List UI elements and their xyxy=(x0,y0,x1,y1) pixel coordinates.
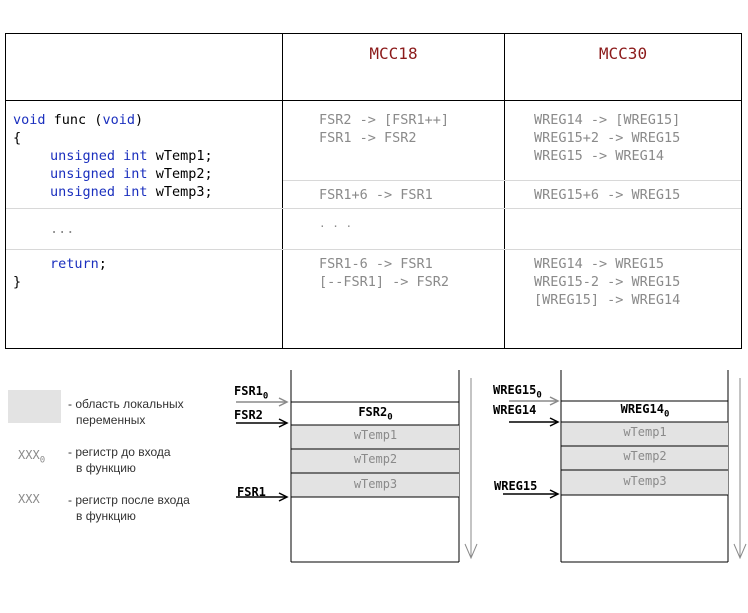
row-sep-2 xyxy=(6,208,741,209)
stack18-row-wtemp3: wTemp3 xyxy=(353,477,398,491)
row-sep-1 xyxy=(283,180,741,181)
legend-xxx0-text-1: - регистр до входа xyxy=(68,445,171,459)
legend-xxx0-sub: 0 xyxy=(39,455,46,466)
header-mcc18: MCC18 xyxy=(369,44,418,63)
label-fsr1-0-main: FSR1 xyxy=(234,384,263,398)
mcc18-prologue-2: FSR1 -> FSR2 xyxy=(319,130,417,146)
mcc18-prologue-1: FSR2 -> [FSR1++] xyxy=(319,112,450,128)
code-decl-1: unsigned int wTemp1; xyxy=(50,147,213,165)
mcc30-alloc: WREG15+6 -> WREG15 xyxy=(534,187,681,203)
keyword-int: int xyxy=(123,166,148,182)
function-name: func xyxy=(53,112,87,128)
keyword-void: void xyxy=(13,112,46,128)
legend-local-swatch xyxy=(8,390,61,423)
stack-mcc18-graphics xyxy=(236,370,478,563)
label-wreg14: WREG14 xyxy=(493,403,537,417)
var-wtemp2: wTemp2; xyxy=(155,166,213,182)
keyword-int: int xyxy=(123,148,148,164)
label-wreg15: WREG15 xyxy=(494,479,538,493)
stack18-top-cell-sub: 0 xyxy=(387,412,393,423)
mcc30-epilogue-3: [WREG15] -> WREG14 xyxy=(534,292,681,308)
stack18-row-wtemp2: wTemp2 xyxy=(353,452,398,466)
legend-xxx0-symbol: XXX0 xyxy=(18,448,45,465)
label-fsr1: FSR1 xyxy=(237,485,266,499)
stack18-row-wtemp1: wTemp1 xyxy=(353,428,398,442)
stack18-top-cell-main: FSR2 xyxy=(358,405,388,419)
mcc18-ellipsis: . . . xyxy=(319,217,353,230)
keyword-void-param: void xyxy=(102,112,135,128)
stack30-top-cell: WREG140 xyxy=(562,402,728,419)
keyword-unsigned: unsigned xyxy=(50,184,116,200)
keyword-unsigned: unsigned xyxy=(50,166,116,182)
table-col-sep-1 xyxy=(282,33,283,349)
stack30-row-wtemp1: wTemp1 xyxy=(623,425,667,439)
stack30-top-cell-sub: 0 xyxy=(663,409,670,420)
header-mcc30: MCC30 xyxy=(598,44,648,63)
label-fsr1-0: FSR10 xyxy=(234,384,268,401)
table-header-sep xyxy=(5,100,742,101)
label-wreg15-0-main: WREG15 xyxy=(493,383,537,397)
mcc30-prologue-2: WREG15+2 -> WREG15 xyxy=(534,130,681,146)
mcc30-prologue-3: WREG15 -> WREG14 xyxy=(534,148,665,164)
legend-xxx0-text-2: в функцию xyxy=(76,461,136,475)
code-decl-3: unsigned int wTemp3; xyxy=(50,183,213,201)
keyword-unsigned: unsigned xyxy=(50,148,116,164)
mcc30-prologue-1: WREG14 -> [WREG15] xyxy=(534,112,681,128)
legend-local-text-1: - область локальных xyxy=(68,397,184,411)
code-line-signature: void func (void) xyxy=(13,112,144,128)
legend-xxx0-main: XXX xyxy=(18,448,40,462)
code-brace-open: { xyxy=(13,130,22,146)
var-wtemp3: wTemp3; xyxy=(155,184,213,200)
legend-xxx-text-1: - регистр после входа xyxy=(68,493,190,507)
mcc30-epilogue-1: WREG14 -> WREG15 xyxy=(534,256,665,272)
code-return: return; xyxy=(50,256,107,272)
table-border-bottom xyxy=(5,348,742,349)
label-wreg15-0: WREG150 xyxy=(493,383,542,400)
stack30-row-wtemp2: wTemp2 xyxy=(623,449,667,463)
mcc18-epilogue-1: FSR1-6 -> FSR1 xyxy=(319,256,433,272)
legend-xxx-text-2: в функцию xyxy=(76,509,136,523)
mcc18-alloc: FSR1+6 -> FSR1 xyxy=(319,187,433,203)
label-wreg15-0-sub: 0 xyxy=(536,390,542,401)
stack30-top-cell-main: WREG14 xyxy=(620,402,664,416)
table-border-top xyxy=(5,33,742,34)
var-wtemp1: wTemp1; xyxy=(155,148,213,164)
mcc30-epilogue-2: WREG15-2 -> WREG15 xyxy=(534,274,681,290)
code-decl-2: unsigned int wTemp2; xyxy=(50,165,213,183)
table-border-right xyxy=(741,33,742,349)
mcc18-epilogue-2: [--FSR1] -> FSR2 xyxy=(319,274,450,290)
label-fsr2: FSR2 xyxy=(234,408,263,422)
keyword-return: return xyxy=(50,256,99,272)
code-brace-close: } xyxy=(13,274,22,290)
legend-xxx-symbol: XXX xyxy=(18,492,40,506)
legend-local-text-2: переменных xyxy=(76,413,146,427)
stack30-row-wtemp3: wTemp3 xyxy=(623,474,667,488)
label-fsr1-0-sub: 0 xyxy=(262,391,269,402)
stack-mcc30-graphics xyxy=(503,370,747,563)
table-col-sep-2 xyxy=(504,33,505,349)
code-ellipsis: ... xyxy=(50,221,75,237)
keyword-int: int xyxy=(123,184,148,200)
stack18-top-cell: FSR20 xyxy=(292,405,459,422)
table-border-left xyxy=(5,33,6,349)
row-sep-3 xyxy=(6,249,741,250)
